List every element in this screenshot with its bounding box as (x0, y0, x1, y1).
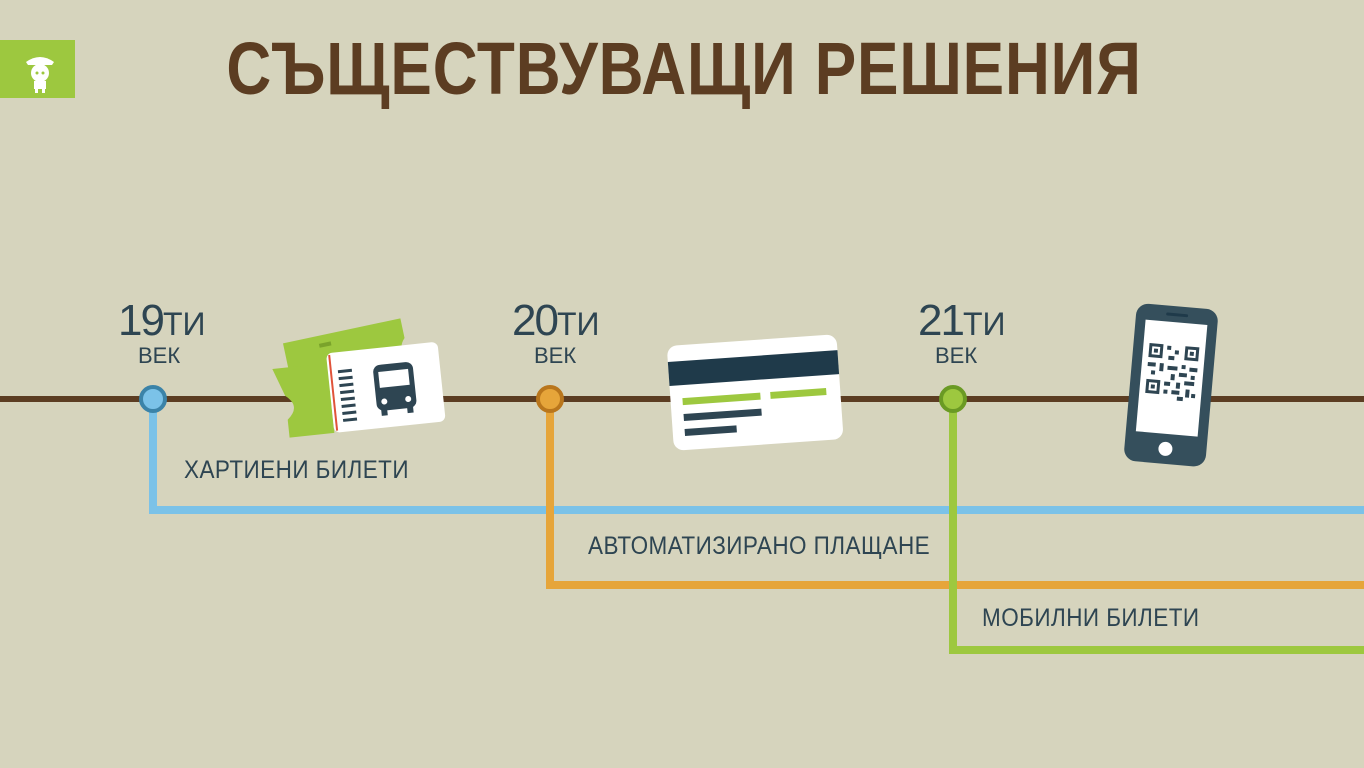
century-unit: ВЕК (138, 343, 181, 368)
branch-line-19 (149, 400, 1364, 514)
milestone-20-heading: 20ТИ (512, 296, 600, 346)
milestone-19-heading: 19ТИ (118, 296, 206, 346)
milestone-label-automated: АВТОМАТИЗИРАНО ПЛАЩАНЕ (588, 532, 931, 560)
century-number: 19 (118, 296, 165, 345)
century-number: 21 (918, 296, 965, 345)
qr-phone-icon (1124, 303, 1218, 467)
milestone-label-mobile: МОБИЛНИ БИЛЕТИ (982, 604, 1200, 632)
page-title: СЪЩЕСТВУВАЩИ РЕШЕНИЯ (226, 27, 1142, 110)
century-number: 20 (512, 296, 559, 345)
logo-badge[interactable] (0, 40, 75, 98)
node-21 (939, 385, 967, 413)
conductor-icon (26, 57, 54, 93)
milestone-21-heading: 21ТИ (918, 296, 1006, 346)
bank-card-icon (667, 334, 843, 451)
branch-line-20 (546, 400, 1364, 589)
century-unit: ВЕК (935, 343, 978, 368)
node-19 (139, 385, 167, 413)
paper-ticket-icon (272, 318, 446, 438)
node-20 (536, 385, 564, 413)
century-suffix: ТИ (162, 306, 206, 342)
century-unit: ВЕК (534, 343, 577, 368)
century-suffix: ТИ (556, 306, 600, 342)
milestone-label-paper: ХАРТИЕНИ БИЛЕТИ (184, 456, 409, 484)
branch-line-21 (949, 400, 1364, 654)
century-suffix: ТИ (962, 306, 1006, 342)
